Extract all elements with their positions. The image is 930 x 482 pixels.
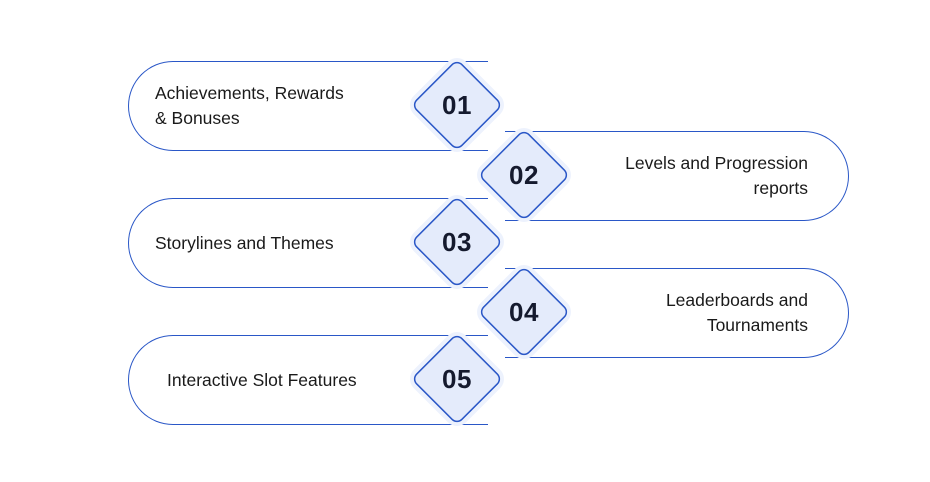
step-04-label: Leaderboards and Tournaments [665,290,808,335]
step-03-number: 03 [442,226,472,257]
step-05-pill: Interactive Slot Features [128,335,488,425]
step-02-number: 02 [509,159,539,190]
diamond-shape [477,265,571,359]
step-03-diamond: 03 [404,189,510,295]
step-04-diamond: 04 [471,259,577,365]
diamond-shape [477,128,571,222]
step-02-diamond: 02 [471,122,577,228]
step-03-label: Storylines and Themes [155,232,334,253]
step-01-diamond: 01 [404,52,510,158]
step-03-pill: Storylines and Themes [128,198,488,288]
step-01-label: Achievements, Rewards & Bonuses [155,83,344,128]
step-05-number: 05 [442,363,472,394]
diamond-shape [410,195,504,289]
step-04-number: 04 [509,296,539,327]
step-01-number: 01 [442,89,472,120]
step-02-label: Levels and Progression reports [625,153,808,198]
step-05-label: Interactive Slot Features [167,369,357,390]
step-05-diamond: 05 [404,326,510,432]
diamond-shape [410,332,504,426]
diamond-shape [410,58,504,152]
